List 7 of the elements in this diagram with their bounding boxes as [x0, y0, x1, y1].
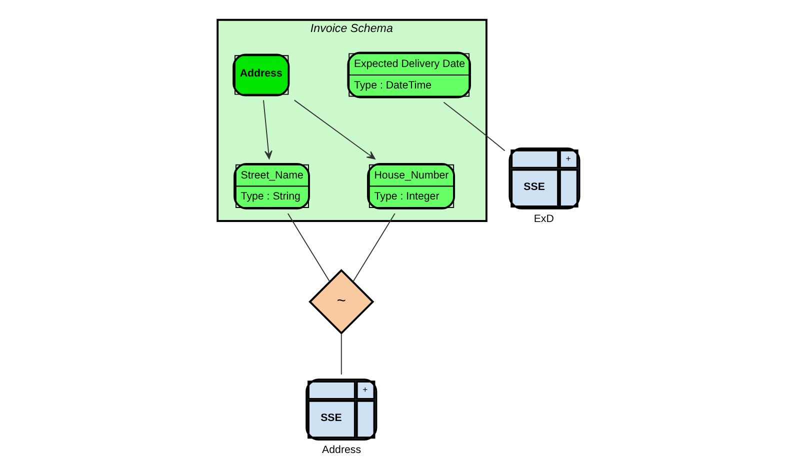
arrow [294, 100, 376, 160]
node-label: ExD [534, 212, 554, 225]
node-diamond: ~ [308, 268, 374, 335]
arrow [263, 100, 272, 160]
connector [340, 333, 342, 375]
node-label: Address [322, 444, 362, 456]
connector [443, 102, 506, 152]
